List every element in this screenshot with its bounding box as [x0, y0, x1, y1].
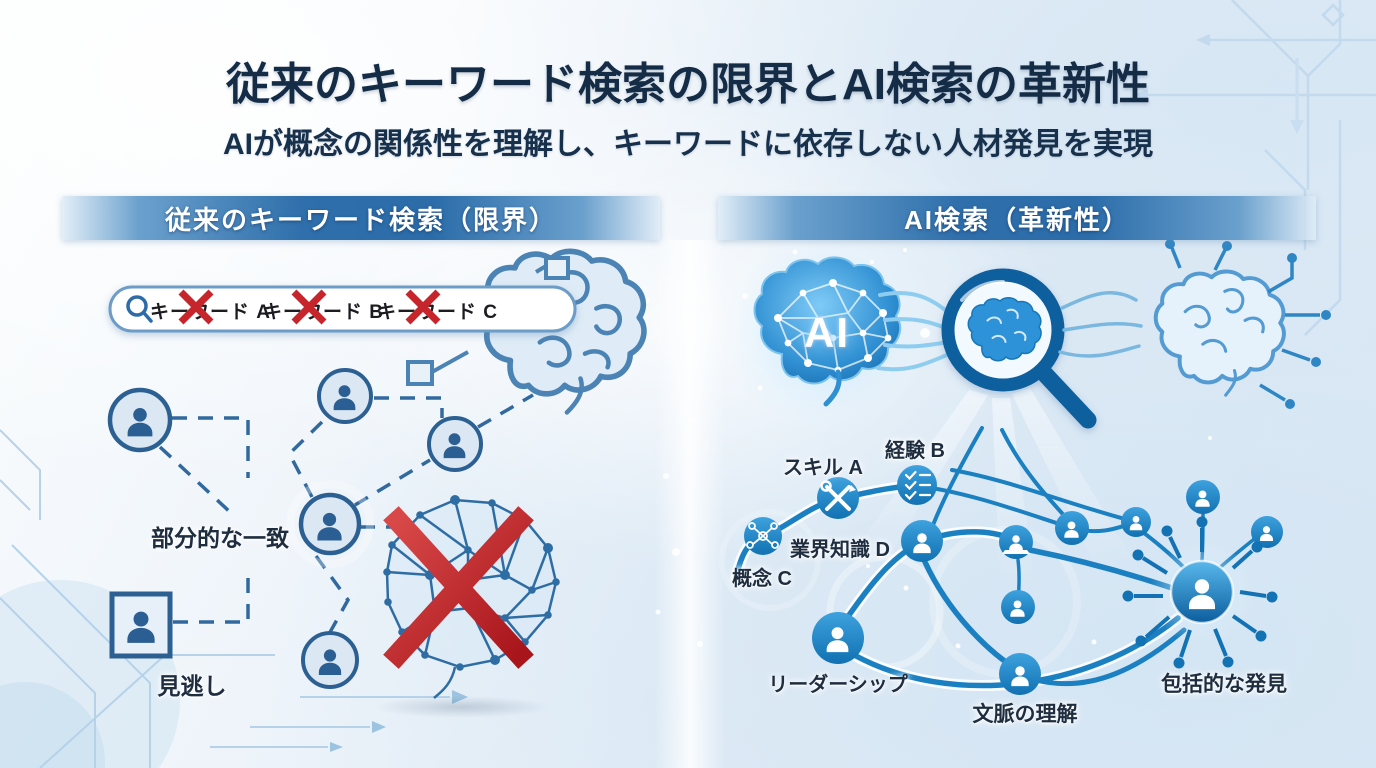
red-x-icon	[383, 506, 534, 669]
search-bar	[108, 285, 577, 333]
page-title: 従来のキーワード検索の限界とAI検索の革新性	[226, 60, 1150, 109]
red-x-icon	[178, 289, 214, 325]
search-keyword-c: キーワード C	[377, 289, 499, 325]
keyword-text: キーワード C	[377, 302, 499, 323]
keyword-text: キーワード A	[150, 302, 272, 323]
ai-badge: AI	[804, 309, 850, 356]
red-x-icon	[405, 289, 441, 325]
person-network-icon	[1122, 516, 1278, 669]
search-keyword-b: キーワード B	[263, 289, 385, 325]
keyword-text: キーワード B	[263, 302, 385, 323]
magnifier-brain-icon	[941, 268, 1097, 429]
network-brain-icon	[374, 495, 560, 718]
red-x-icon	[291, 289, 327, 325]
person-icons	[107, 368, 483, 689]
experience-label: 経験 B	[885, 440, 945, 462]
industry-knowledge-label: 業界知識 D	[790, 539, 890, 561]
context-label: 文脈の理解	[972, 703, 1078, 726]
skill-label: スキル A	[783, 457, 863, 479]
search-keyword-a: キーワード A	[150, 289, 272, 325]
person-laptop-icon	[999, 525, 1033, 559]
checklist-icon	[897, 465, 937, 505]
sparkles	[646, 248, 1212, 649]
circuit-decor-top-right	[1134, 0, 1376, 336]
panel-divider-glow	[655, 240, 725, 768]
page-subtitle: AIが概念の関係性を理解し、キーワードに依存しない人材発見を実現	[223, 128, 1153, 161]
tools-icon	[817, 477, 859, 519]
leadership-label: リーダーシップ	[768, 674, 908, 696]
flow-lines-right	[1058, 290, 1143, 358]
concept-label: 概念 C	[732, 568, 792, 590]
person-photo-icon	[109, 591, 173, 659]
discovery-label: 包括的な発見	[1161, 673, 1287, 696]
left-panel-banner: 従来のキーワード検索（限界）	[62, 196, 660, 240]
magnifier-icon	[126, 295, 153, 323]
missed-label: 見逃し	[157, 673, 227, 699]
ai-network-brain-icon	[720, 225, 930, 435]
right-panel-banner: AI検索（革新性）	[718, 196, 1316, 240]
molecule-icon	[744, 517, 782, 555]
circuit-brain-icon	[1153, 239, 1331, 409]
right-panel-art	[646, 225, 1331, 695]
dashed-connections	[158, 393, 534, 635]
person-nodes-right	[812, 480, 1283, 695]
left-panel-art	[107, 251, 644, 718]
partial-match-label: 部分的な一致	[151, 525, 289, 551]
